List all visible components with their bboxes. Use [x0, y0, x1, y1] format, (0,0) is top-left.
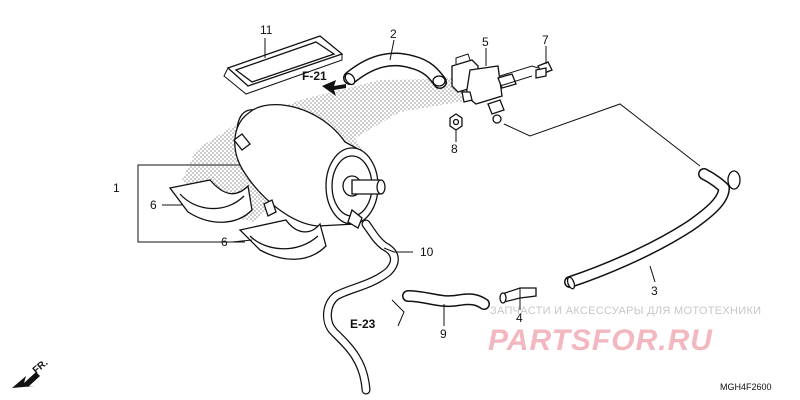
watermark: ЗАПЧАСТИ И АКСЕССУАРЫ ДЛЯ МОТОТЕХНИКИ PA… [488, 305, 761, 357]
callout-9: 9 [440, 327, 447, 341]
diagram-code: MGH4F2600 [720, 382, 772, 392]
watermark-tagline: ЗАПЧАСТИ И АКСЕССУАРЫ ДЛЯ МОТОТЕХНИКИ [490, 305, 761, 317]
front-label: FR. [31, 357, 51, 376]
hose-part-3 [564, 168, 741, 290]
callout-11: 11 [260, 23, 273, 37]
reference-e23: E-23 [350, 317, 376, 331]
callout-10: 10 [420, 245, 434, 259]
solenoid-valve-part-5 [451, 53, 517, 124]
reference-f21: F-21 [302, 69, 327, 83]
leader-lines [137, 38, 701, 327]
hose-part-2 [343, 52, 447, 89]
joint-part-4 [499, 287, 537, 304]
canister-part-1 [233, 104, 386, 229]
callout-3: 3 [651, 284, 658, 298]
front-arrow [12, 372, 40, 388]
callout-5: 5 [482, 35, 489, 49]
hose-part-9 [402, 290, 490, 310]
callout-8: 8 [451, 142, 458, 156]
hose-part-10 [323, 219, 399, 395]
callout-4: 4 [516, 311, 523, 325]
nut-part-8 [449, 113, 463, 131]
watermark-logo: PARTSFOR.RU [488, 324, 713, 357]
bolt-part-7 [535, 61, 553, 79]
f21-arrow [322, 80, 346, 96]
cushion-part-6-lower [238, 219, 327, 260]
callout-1: 1 [113, 181, 120, 195]
callout-6-upper: 6 [150, 198, 157, 212]
callout-2: 2 [390, 27, 397, 41]
callout-7: 7 [542, 33, 549, 47]
cushion-part-6-upper [168, 179, 253, 223]
callout-6-lower: 6 [221, 235, 228, 249]
strap-part-11 [223, 35, 344, 95]
